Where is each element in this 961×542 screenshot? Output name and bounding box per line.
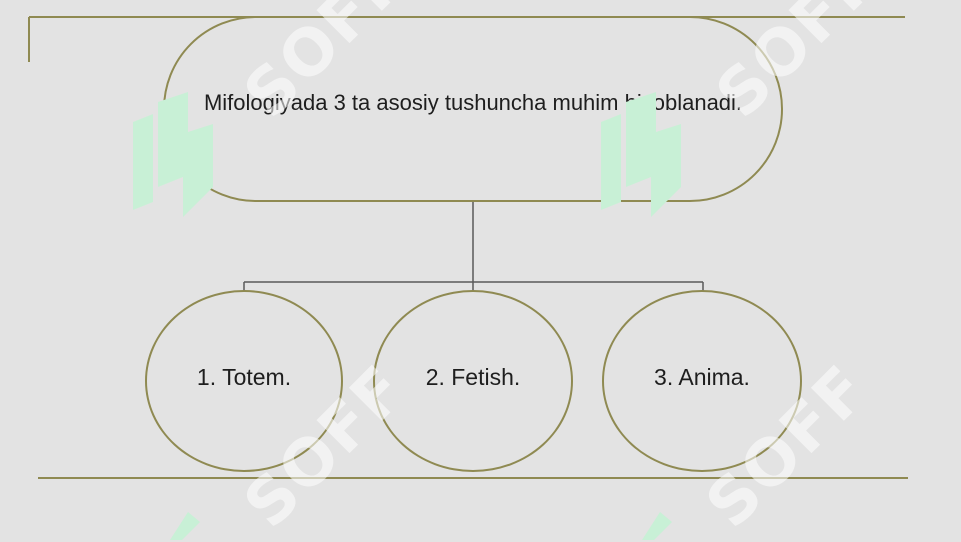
child-node-text: 2. Fetish. — [425, 363, 521, 390]
child-node-totem: 1. Totem. — [145, 290, 343, 472]
root-node-text: Mifologiyada 3 ta asosiy tushuncha muhim… — [203, 90, 743, 115]
child-node-fetish: 2. Fetish. — [373, 290, 573, 472]
child-node-text: 3. Anima. — [654, 363, 750, 390]
child-node-anima: 3. Anima. — [602, 290, 802, 472]
child-node-text: 1. Totem. — [196, 363, 292, 390]
root-node: Mifologiyada 3 ta asosiy tushuncha muhim… — [163, 16, 783, 202]
